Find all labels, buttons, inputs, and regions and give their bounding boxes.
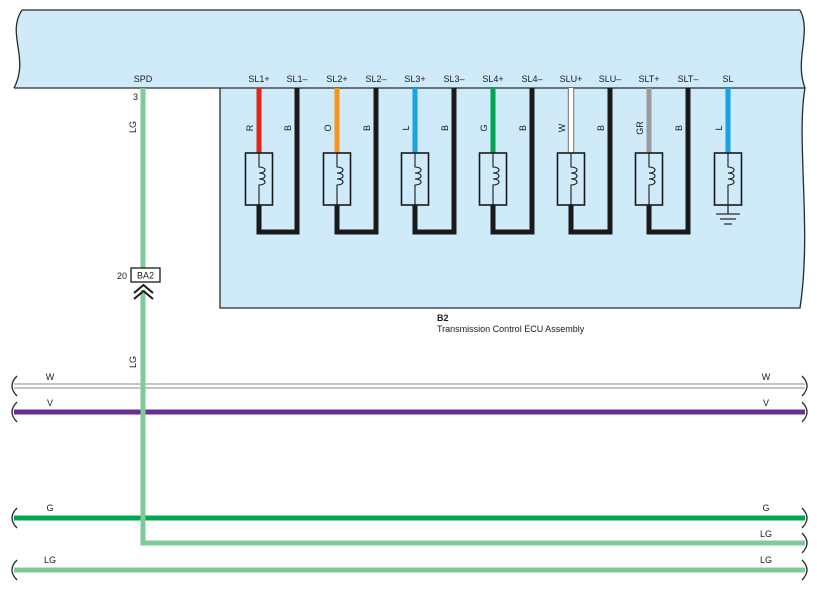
ecu-name: Transmission Control ECU Assembly (437, 324, 585, 334)
sl-color-code: L (714, 125, 724, 130)
sl3-minus-wire (412, 88, 457, 235)
bus-v: V V (11, 398, 808, 423)
slu-minus-color-code: B (596, 125, 606, 131)
connector-ba2: BA2 20 (117, 267, 161, 300)
bus-w: W W (11, 372, 808, 397)
solenoid-slu: W B SLU+ SLU– (556, 74, 622, 235)
connector-chevron-icon (133, 283, 154, 300)
sl1-plus-color-code: R (245, 124, 255, 131)
sl2-minus-color-code: B (362, 125, 372, 131)
sl1-plus-terminal: SL1+ (248, 74, 269, 84)
solenoid-slt: GR B SLT+ SLT– (634, 74, 699, 235)
bus-g-label-right: G (762, 503, 769, 513)
sl2-coil-icon (336, 153, 344, 205)
ecu-panel-outline (13, 9, 806, 309)
solenoid-sl3: L B SL3+ SL3– (400, 74, 465, 235)
spd-wire-code-right: LG (760, 529, 772, 539)
slt-minus-terminal: SLT– (678, 74, 699, 84)
sl2-plus-terminal: SL2+ (326, 74, 347, 84)
spd-wire-code-upper: LG (128, 121, 138, 133)
connector-pin: 20 (117, 271, 127, 281)
sl4-plus-terminal: SL4+ (482, 74, 503, 84)
bus-v-break-left (11, 401, 18, 423)
slt-plus-color-code: GR (635, 121, 645, 135)
slu-coil-icon (570, 153, 578, 205)
solenoid-sl1: R B SL1+ SL1– (244, 74, 308, 235)
slt-coil-icon (648, 153, 656, 205)
slu-plus-color-code: W (557, 123, 567, 132)
ecu-upper-panel (14, 10, 805, 88)
sl2-minus-wire (334, 88, 379, 235)
sl2-plus-color-code: O (323, 124, 333, 131)
solenoid-sl4: G B SL4+ SL4– (478, 74, 543, 235)
sl1-minus-color-code: B (283, 125, 293, 131)
sl-terminal: SL (722, 74, 733, 84)
bus-lg-break-right (801, 559, 808, 581)
sl4-minus-color-code: B (518, 125, 528, 131)
spd-wire-lower (140, 290, 805, 546)
sl1-minus-terminal: SL1– (286, 74, 307, 84)
sl3-minus-terminal: SL3– (443, 74, 464, 84)
sl3-plus-terminal: SL3+ (404, 74, 425, 84)
sl4-plus-color-code: G (479, 124, 489, 131)
bus-lg-label-right: LG (760, 555, 772, 565)
bus-w-break-left (11, 375, 18, 397)
connector-id: BA2 (137, 271, 154, 281)
slt-plus-terminal: SLT+ (638, 74, 659, 84)
bus-g-break-left (11, 507, 18, 529)
bus-w-label-right: W (762, 372, 771, 382)
sl1-coil-icon (258, 153, 266, 205)
sl4-minus-wire (490, 88, 535, 235)
slt-minus-color-code: B (674, 125, 684, 131)
sl3-coil-icon (414, 153, 422, 205)
sl3-plus-color-code: L (401, 125, 411, 130)
bus-g-break-right (801, 507, 808, 529)
ecu-id: B2 (437, 313, 449, 323)
bus-lg-label-left: LG (44, 555, 56, 565)
bus-v-break-right (801, 401, 808, 423)
connector-box (130, 267, 161, 283)
ecu-lower-panel (220, 88, 805, 308)
solenoid-sl2: O B SL2+ SL2– (322, 74, 387, 235)
sl-coil-icon (727, 153, 735, 205)
spd-circuit: SPD 3 LG LG LG (128, 74, 808, 554)
sl3-minus-color-code: B (440, 125, 450, 131)
spd-wire-code-lower: LG (128, 356, 138, 368)
bus-v-label-left: V (47, 398, 53, 408)
ground-icon (716, 205, 740, 225)
slt-minus-wire (646, 88, 691, 235)
bus-g: G G (11, 503, 808, 529)
bus-w-break-right (801, 375, 808, 397)
sl1-minus-wire (256, 88, 300, 235)
sl4-minus-terminal: SL4– (521, 74, 542, 84)
bus-g-label-left: G (46, 503, 53, 513)
solenoid-sl: L SL (713, 74, 743, 225)
sl2-minus-terminal: SL2– (365, 74, 386, 84)
bus-lg-break-left (11, 559, 18, 581)
spd-terminal: SPD (134, 74, 153, 84)
sl4-coil-icon (492, 153, 500, 205)
spd-wire-break-right (801, 532, 808, 554)
slu-minus-wire (568, 88, 613, 235)
bus-w-label-left: W (46, 372, 55, 382)
bus-lg: LG LG (11, 555, 808, 581)
bus-v-label-right: V (763, 398, 769, 408)
slu-minus-terminal: SLU– (599, 74, 622, 84)
slu-plus-terminal: SLU+ (560, 74, 583, 84)
spd-pin: 3 (133, 92, 138, 102)
